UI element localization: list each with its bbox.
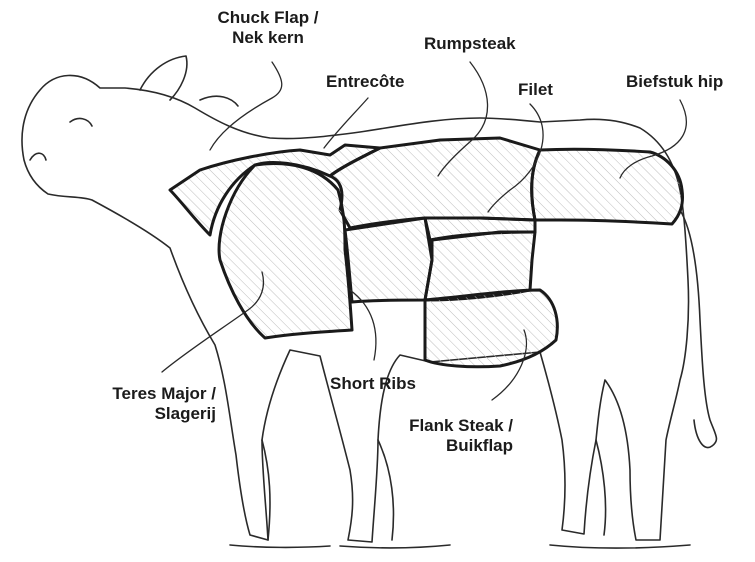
label-short-ribs-text: Short Ribs xyxy=(330,374,416,394)
label-entrecote-text: Entrecôte xyxy=(326,72,404,92)
region-biefstuk-hip xyxy=(532,149,683,224)
label-short-ribs: Short Ribs xyxy=(330,374,416,394)
label-filet: Filet xyxy=(518,80,553,100)
leader-entrecote xyxy=(324,98,368,148)
region-short-ribs xyxy=(345,218,432,302)
label-entrecote: Entrecôte xyxy=(326,72,404,92)
label-rumpsteak: Rumpsteak xyxy=(424,34,516,54)
label-rumpsteak-text: Rumpsteak xyxy=(424,34,516,54)
label-filet-text: Filet xyxy=(518,80,553,100)
label-chuck-flap: Chuck Flap / Nek kern xyxy=(183,8,353,48)
region-flank-steak xyxy=(425,290,557,367)
label-biefstuk-hip-text: Biefstuk hip xyxy=(626,72,723,92)
label-biefstuk-hip: Biefstuk hip xyxy=(626,72,723,92)
label-chuck-flap-line2: Nek kern xyxy=(183,28,353,48)
label-chuck-flap-line1: Chuck Flap / xyxy=(183,8,353,28)
label-flank-steak-line1: Flank Steak / xyxy=(330,416,513,436)
cut-regions xyxy=(170,138,683,367)
label-flank-steak: Flank Steak / Buikflap xyxy=(330,416,513,456)
label-teres-major-line2: Slagerij xyxy=(16,404,216,424)
label-teres-major: Teres Major / Slagerij xyxy=(16,384,216,424)
region-teres-major xyxy=(219,164,352,338)
label-flank-steak-line2: Buikflap xyxy=(330,436,513,456)
label-teres-major-line1: Teres Major / xyxy=(16,384,216,404)
leader-chuck-flap xyxy=(210,62,282,150)
